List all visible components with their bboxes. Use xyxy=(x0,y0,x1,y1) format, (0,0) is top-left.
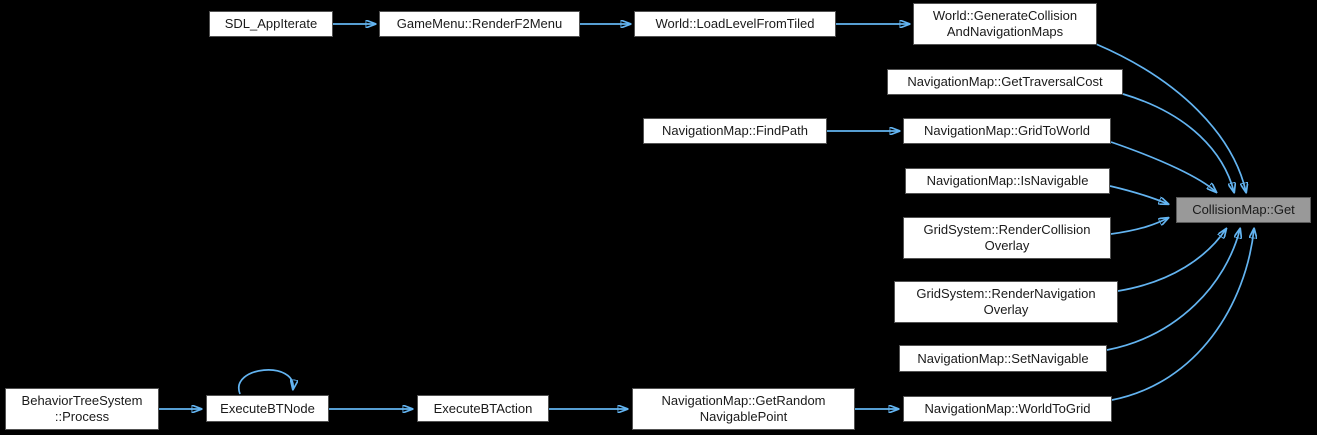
node-executebtnode[interactable]: ExecuteBTNode xyxy=(206,395,329,422)
node-navigationmap-getrandomnavigablepoint[interactable]: NavigationMap::GetRandom NavigablePoint xyxy=(632,388,855,430)
edge-rendercollisionoverlay-to-get xyxy=(1110,218,1168,235)
edge-generatecollisionandnavigationmaps-to-get xyxy=(1095,43,1246,192)
node-world-loadlevelfromtiled[interactable]: World::LoadLevelFromTiled xyxy=(634,11,836,37)
node-executebtaction[interactable]: ExecuteBTAction xyxy=(417,395,549,422)
node-world-generatecollisionandnavigationmaps[interactable]: World::GenerateCollision AndNavigationMa… xyxy=(913,3,1097,45)
node-navigationmap-isnavigable[interactable]: NavigationMap::IsNavigable xyxy=(905,168,1110,194)
node-sdl-appiterate[interactable]: SDL_AppIterate xyxy=(209,11,333,37)
node-collisionmap-get-target[interactable]: CollisionMap::Get xyxy=(1176,197,1311,223)
edge-gettraversalcost-to-get xyxy=(1122,93,1234,192)
node-navigationmap-gridtoworld[interactable]: NavigationMap::GridToWorld xyxy=(903,118,1111,144)
node-navigationmap-gettraversalcost[interactable]: NavigationMap::GetTraversalCost xyxy=(887,69,1123,95)
node-navigationmap-worldtogrid[interactable]: NavigationMap::WorldToGrid xyxy=(903,396,1112,422)
node-behaviortreesystem-process[interactable]: BehaviorTreeSystem ::Process xyxy=(5,388,159,430)
node-gamemenu-renderf2menu[interactable]: GameMenu::RenderF2Menu xyxy=(379,11,580,37)
edge-rendernavigationoverlay-to-get xyxy=(1117,229,1226,292)
edge-worldtogrid-to-get xyxy=(1111,229,1254,401)
node-gridsystem-rendercollisionoverlay[interactable]: GridSystem::RenderCollision Overlay xyxy=(903,217,1111,259)
node-gridsystem-rendernavigationoverlay[interactable]: GridSystem::RenderNavigation Overlay xyxy=(894,281,1118,323)
edge-setnavigable-to-get xyxy=(1106,229,1240,351)
node-navigationmap-setnavigable[interactable]: NavigationMap::SetNavigable xyxy=(899,345,1107,372)
edge-isnavigable-to-get xyxy=(1109,185,1168,204)
edge-executebtnode-self-loop xyxy=(237,369,293,395)
node-navigationmap-findpath[interactable]: NavigationMap::FindPath xyxy=(643,118,827,144)
edge-gridtoworld-to-get xyxy=(1110,141,1216,192)
